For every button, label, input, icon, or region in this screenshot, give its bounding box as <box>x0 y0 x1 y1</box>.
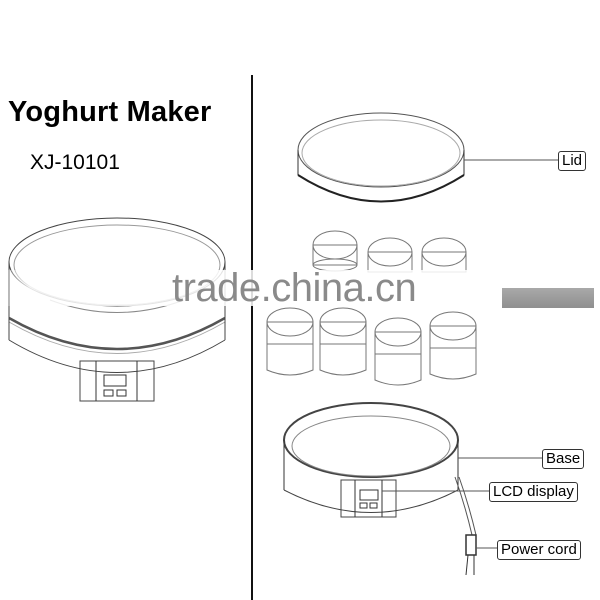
label-power-cord: Power cord <box>497 540 581 560</box>
assembled-unit-illustration <box>8 217 226 402</box>
lid-illustration <box>297 112 558 203</box>
label-lid: Lid <box>558 151 587 171</box>
watermark-bar <box>502 288 594 308</box>
model-number: XJ-10101 <box>30 151 120 174</box>
watermark-band <box>0 270 600 306</box>
base-illustration <box>283 402 558 576</box>
watermark-text: trade.china.cn <box>172 266 417 310</box>
label-base: Base <box>542 449 585 469</box>
divider-line <box>251 75 253 600</box>
product-title: Yoghurt Maker <box>8 96 212 128</box>
label-lcd-display: LCD display <box>489 482 578 502</box>
